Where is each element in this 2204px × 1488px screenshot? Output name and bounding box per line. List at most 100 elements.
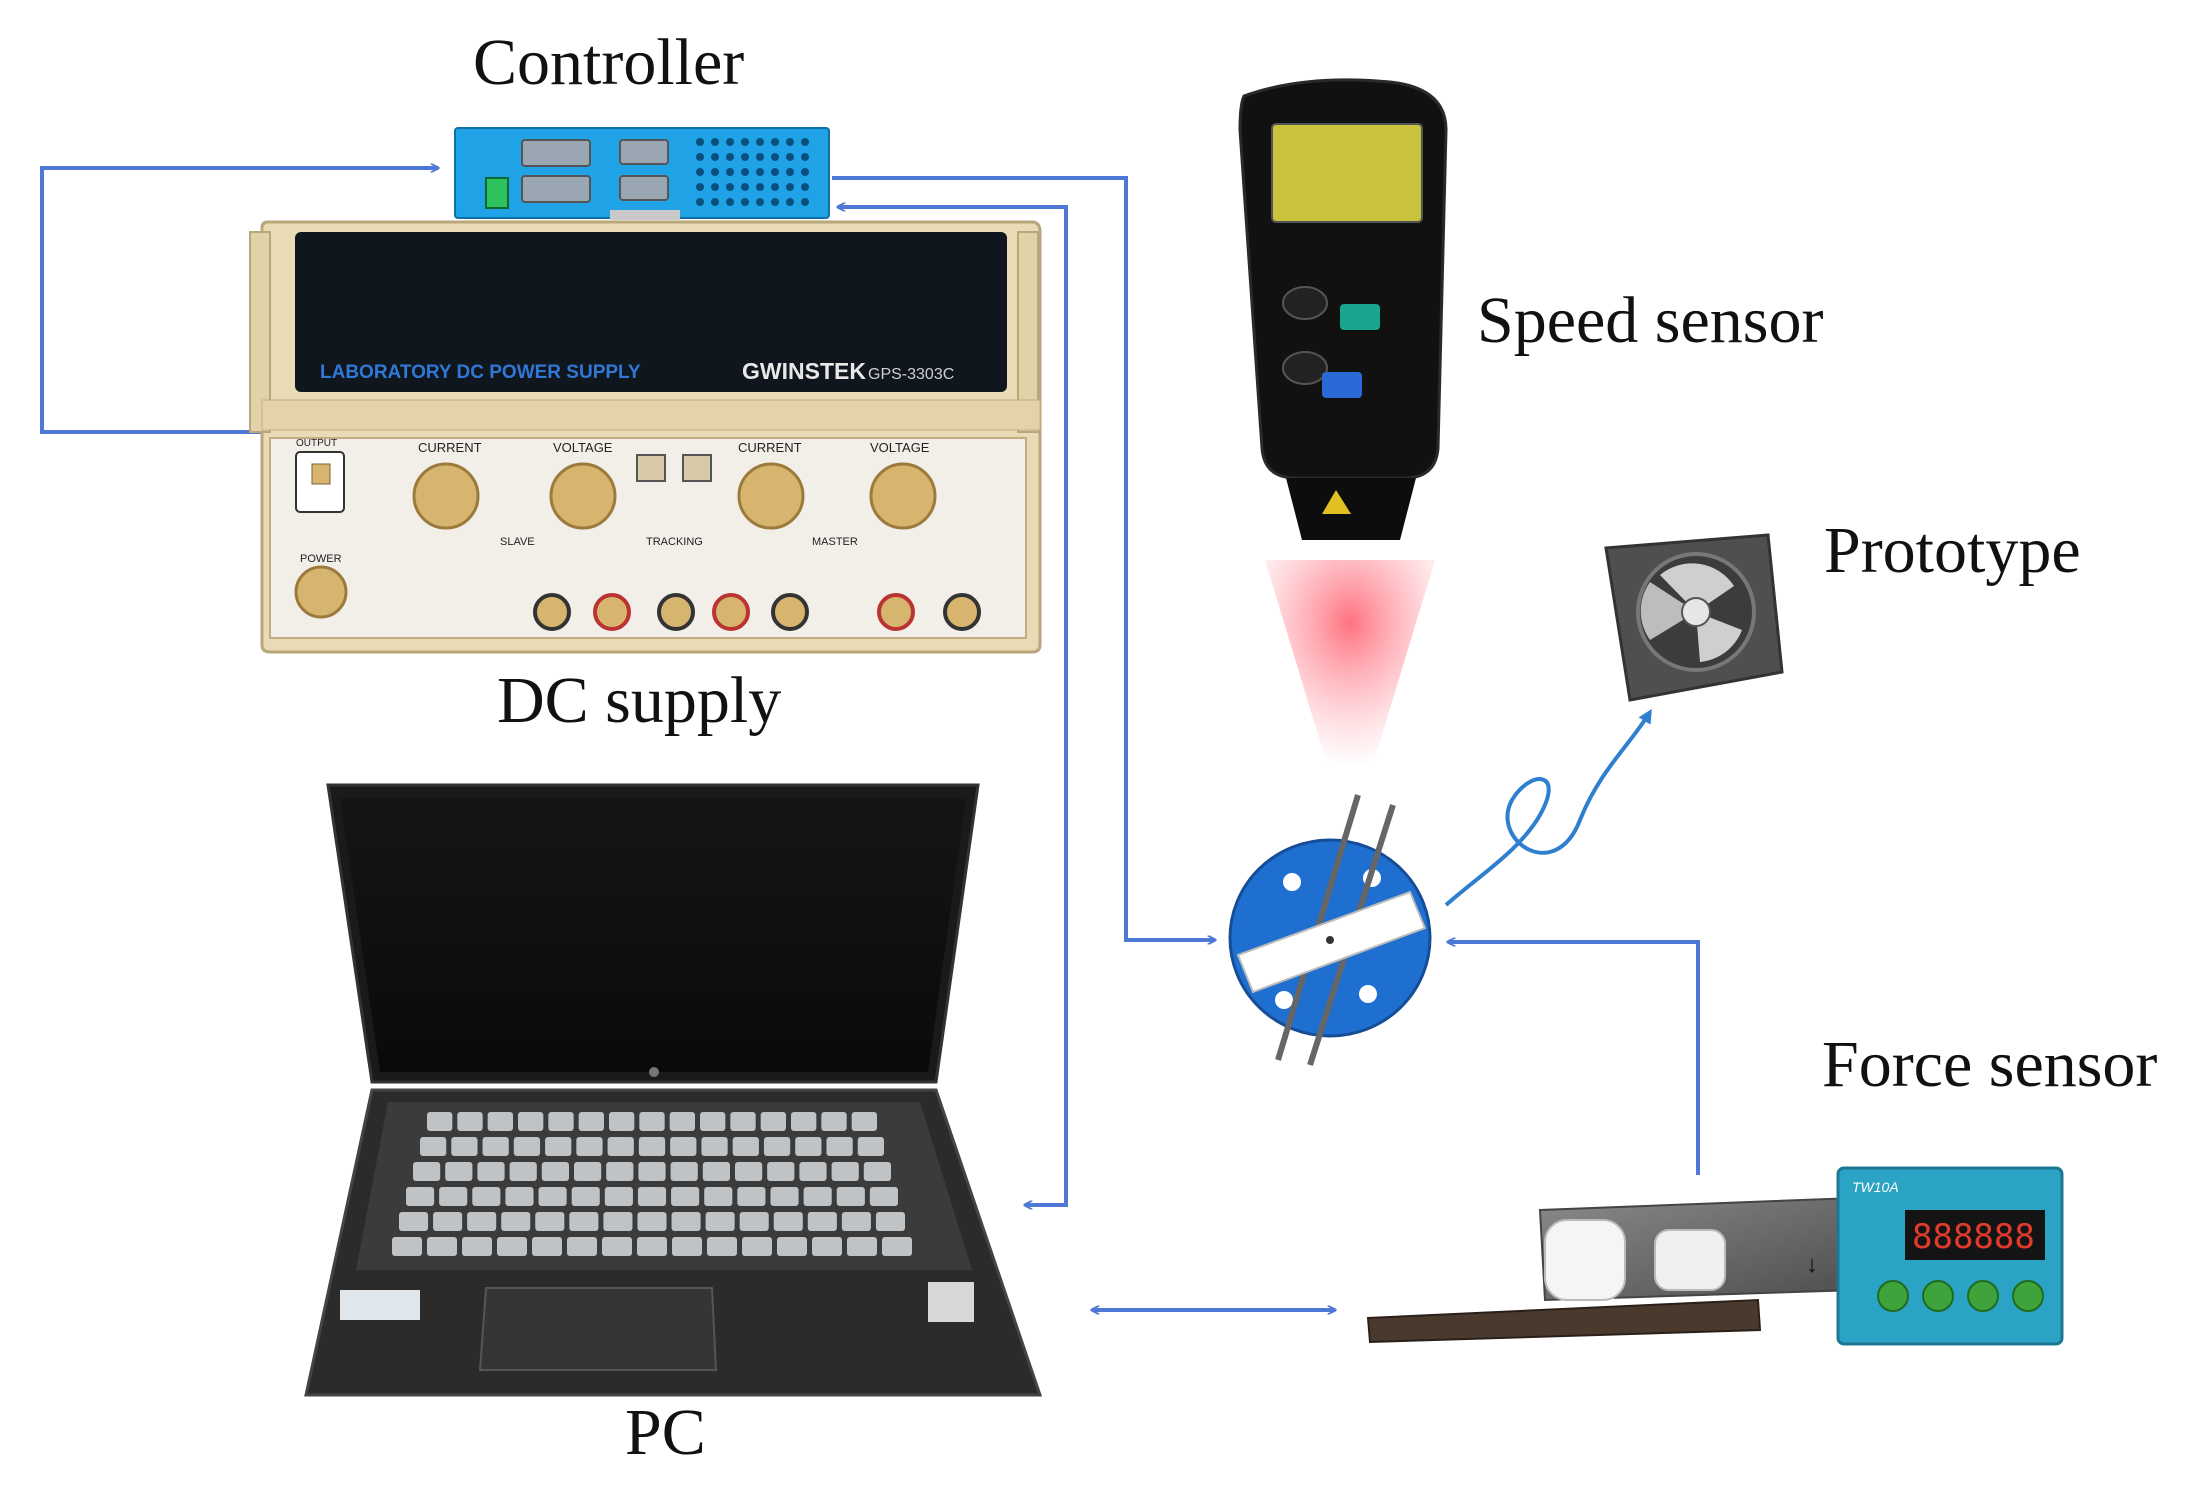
keyboard-key <box>672 1237 702 1256</box>
speed-sensor-tachometer <box>1238 78 1448 768</box>
keyboard-key <box>637 1187 667 1206</box>
vent-hole <box>756 153 764 161</box>
keyboard-key <box>795 1137 822 1156</box>
keyboard-key <box>739 1212 769 1231</box>
vent-hole <box>771 183 779 191</box>
output-jack <box>712 593 750 631</box>
vent-hole <box>771 168 779 176</box>
keyboard-key <box>763 1137 791 1156</box>
keyboard-key <box>567 1237 597 1256</box>
vent-hole <box>756 138 764 146</box>
keyboard-key <box>700 1112 726 1131</box>
vent-hole <box>786 198 794 206</box>
vent-hole <box>726 198 734 206</box>
arrow-controller-to-hub <box>832 176 1215 940</box>
keyboard-key <box>392 1237 422 1256</box>
vent-hole <box>786 153 794 161</box>
vent-hole <box>696 198 704 206</box>
keyboard-key <box>701 1137 728 1156</box>
keyboard-key <box>670 1162 698 1181</box>
keyboard-key <box>638 1162 666 1181</box>
keyboard-key <box>869 1187 898 1206</box>
keyboard-key <box>767 1162 795 1181</box>
keyboard-key <box>501 1212 531 1231</box>
vent-hole <box>726 153 734 161</box>
keyboard-key <box>847 1237 877 1256</box>
vent-hole <box>786 138 794 146</box>
keyboard-key <box>836 1187 865 1206</box>
pc-label: PC <box>625 1396 706 1469</box>
vent-hole <box>711 183 719 191</box>
keyboard-key <box>841 1212 871 1231</box>
output-jacks <box>533 593 981 631</box>
keyboard-key <box>737 1187 766 1206</box>
keyboard-key <box>821 1112 847 1131</box>
keyboard-key <box>606 1162 634 1181</box>
keyboard-key <box>742 1237 772 1256</box>
keyboard-key <box>413 1162 441 1181</box>
keyboard-key <box>671 1212 701 1231</box>
dc-supply-label: DC supply <box>497 664 782 737</box>
indicator-display: 888888 <box>1912 1217 2035 1257</box>
keyboard-key <box>669 1112 695 1131</box>
keyboard-key <box>702 1162 730 1181</box>
keyboard-key <box>705 1212 735 1231</box>
force-sensor-assembly: ↓ TW10A 888888 <box>1366 1166 2064 1346</box>
vent-hole <box>756 183 764 191</box>
vent-hole <box>771 198 779 206</box>
keyboard-key <box>545 1137 572 1156</box>
keyboard-key <box>569 1212 599 1231</box>
vent-hole <box>711 198 719 206</box>
keyboard-key <box>451 1137 478 1156</box>
tracking-label: TRACKING <box>646 536 703 548</box>
voltage-label-ch1: VOLTAGE <box>870 440 930 455</box>
keyboard-key <box>541 1162 569 1181</box>
keyboard-key <box>602 1237 632 1256</box>
keyboard-key <box>576 1137 603 1156</box>
output-jack <box>533 593 571 631</box>
keyboard-key <box>548 1112 574 1131</box>
output-jack <box>877 593 915 631</box>
vent-hole <box>801 153 809 161</box>
supply-model: GPS-3303C <box>868 366 954 383</box>
vent-hole <box>696 153 704 161</box>
keyboard-key <box>812 1237 842 1256</box>
arrow-force-sensor-to-hub <box>1448 942 1700 1175</box>
keyboard-key <box>704 1187 733 1206</box>
vent-hole <box>801 183 809 191</box>
keyboard-keys <box>392 1112 912 1256</box>
keyboard-key <box>773 1212 803 1231</box>
vent-hole <box>741 198 749 206</box>
keyboard-key <box>513 1137 541 1156</box>
keyboard-key <box>571 1187 600 1206</box>
keyboard-key <box>457 1112 483 1131</box>
force-sensor-label: Force sensor <box>1822 1028 2158 1101</box>
output-jack <box>771 593 809 631</box>
keyboard-key <box>433 1212 463 1231</box>
laptop-pc <box>304 783 1043 1397</box>
laser-beam <box>1265 560 1435 768</box>
keyboard-key <box>505 1187 534 1206</box>
vent-hole <box>726 183 734 191</box>
power-label: POWER <box>300 553 342 565</box>
vent-hole <box>801 138 809 146</box>
keyboard-key <box>857 1137 884 1156</box>
vent-hole <box>741 153 749 161</box>
keyboard-key <box>607 1137 634 1156</box>
keyboard-key <box>760 1112 786 1131</box>
vent-hole <box>771 138 779 146</box>
current-label-ch2: CURRENT <box>418 440 482 455</box>
keyboard-key <box>574 1162 602 1181</box>
keyboard-key <box>406 1187 435 1206</box>
vent-hole <box>726 138 734 146</box>
keyboard-key <box>803 1187 832 1206</box>
supply-panel-text: LABORATORY DC POWER SUPPLY <box>320 362 641 383</box>
keyboard-key <box>851 1112 877 1131</box>
vent-hole <box>741 168 749 176</box>
keyboard-key <box>399 1212 429 1231</box>
vent-hole <box>786 168 794 176</box>
vent-hole <box>696 168 704 176</box>
indicator-model: TW10A <box>1852 1179 1899 1195</box>
keyboard-key <box>420 1137 447 1156</box>
